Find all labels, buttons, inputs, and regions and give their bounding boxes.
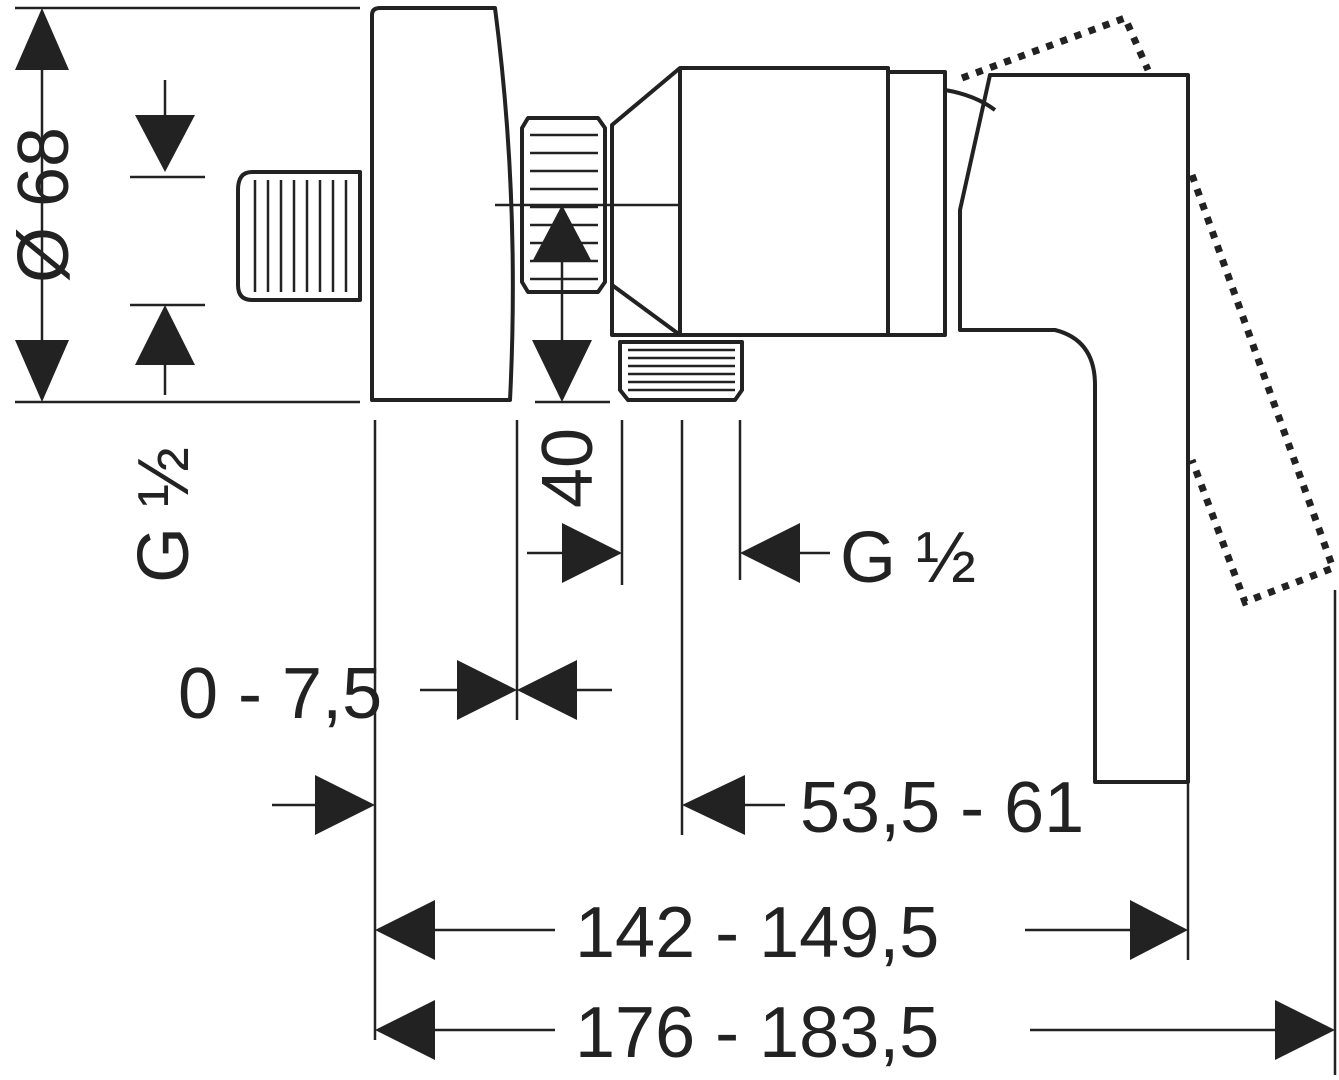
outlet-thread [618,340,744,402]
body-length-label: 142 - 149,5 [575,893,939,973]
valve-body [610,66,890,337]
inlet-thread [236,170,362,302]
wall-rosette [370,6,515,402]
nut [520,116,607,294]
extension-lines [15,6,1337,1075]
depth-label: 40 [528,428,608,508]
offset-range-label: 0 - 7,5 [178,654,382,734]
lever-handle [958,73,1190,784]
lever-rotated-outline [960,13,1338,607]
diameter-label: Ø 68 [4,127,84,283]
total-length-label: 176 - 183,5 [575,993,939,1073]
thread-right-label: G ½ [840,518,976,598]
thread-left-label: G ½ [124,447,204,583]
outlet-range-label: 53,5 - 61 [800,768,1084,848]
dimension-arrows [15,8,1335,1060]
